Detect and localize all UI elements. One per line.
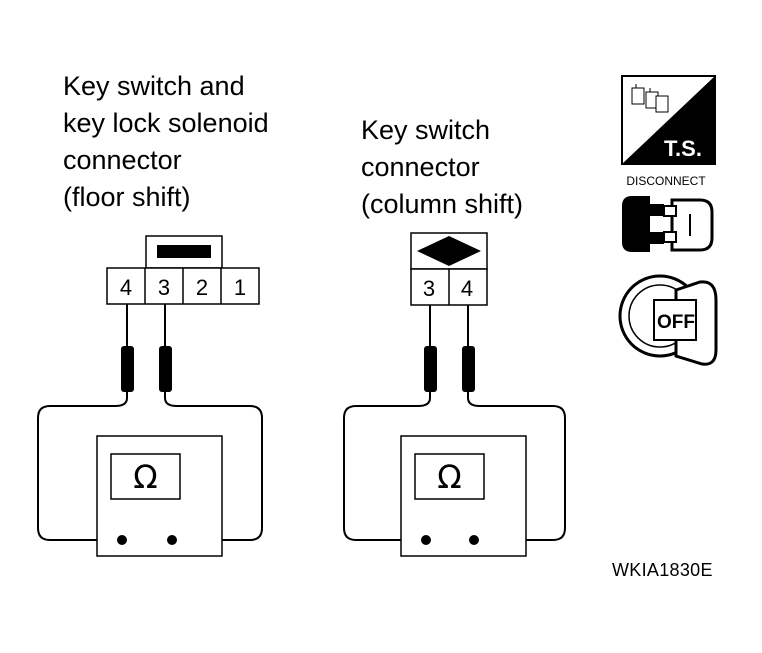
ohm-symbol: Ω	[133, 458, 157, 496]
label-line: Key switch and	[63, 71, 245, 101]
column-lead-left	[343, 397, 431, 541]
floor-ohmmeter: Ω	[96, 435, 223, 557]
column-ohmmeter: Ω	[400, 435, 527, 557]
column-lead-right	[467, 397, 566, 541]
label-line: (floor shift)	[63, 182, 191, 212]
label-line: Key switch	[361, 115, 491, 145]
label-line: connector	[63, 145, 182, 175]
ts-icon: T.S.	[621, 75, 716, 165]
meter-terminal	[167, 535, 177, 545]
floor-shift-connector-label: Key switch and key lock solenoid connect…	[63, 68, 269, 216]
column-probe-left	[424, 305, 437, 398]
pin-number: 4	[461, 276, 473, 301]
ohm-symbol: Ω	[437, 458, 461, 496]
floor-probe-right	[159, 304, 172, 398]
floor-probe-left	[121, 304, 134, 398]
pin-number: 3	[158, 275, 170, 300]
column-shift-connector-label: Key switch connector (column shift)	[361, 112, 523, 223]
figure-code: WKIA1830E	[612, 560, 713, 580]
meter-terminal	[117, 535, 127, 545]
meter-terminal	[421, 535, 431, 545]
pin-number: 2	[196, 275, 208, 300]
ignition-key-off-icon: OFF	[618, 274, 718, 366]
meter-terminal	[469, 535, 479, 545]
floor-shift-connector: 4 3 2 1	[106, 235, 260, 305]
label-line: connector	[361, 152, 480, 182]
column-shift-connector: 3 4	[410, 232, 488, 306]
floor-lead-right	[164, 397, 263, 541]
pin-number: 1	[234, 275, 246, 300]
label-line: (column shift)	[361, 189, 524, 219]
ts-label: T.S.	[664, 136, 702, 161]
label-line: key lock solenoid	[63, 108, 269, 138]
pin-number: 4	[120, 275, 132, 300]
disconnect-label: DISCONNECT	[626, 174, 706, 188]
key-off-label: OFF	[657, 312, 695, 333]
column-probe-right	[462, 305, 475, 398]
disconnect-icon: DISCONNECT	[622, 174, 714, 252]
floor-lead-left	[37, 397, 128, 541]
pin-number: 3	[423, 276, 435, 301]
